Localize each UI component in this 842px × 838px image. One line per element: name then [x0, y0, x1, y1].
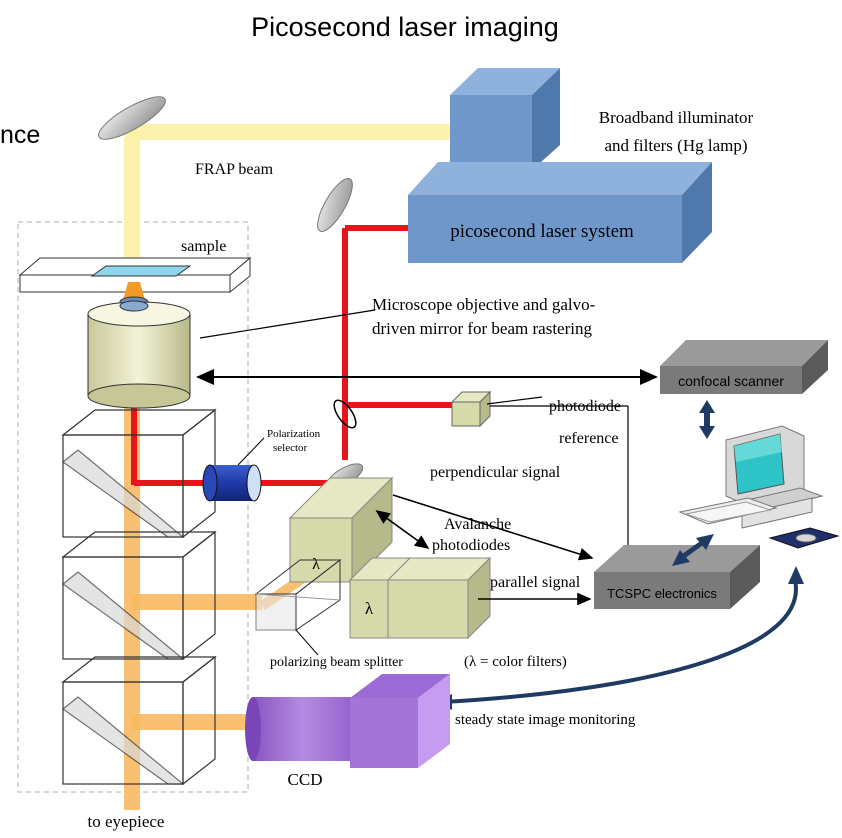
steady-state-label: steady state image monitoring	[455, 712, 636, 728]
perpendicular-signal-label: perpendicular signal	[430, 464, 561, 481]
polarizing-beam-splitter-label: polarizing beam splitter	[270, 655, 403, 670]
avalanche-label-line1: Avalanche	[444, 516, 511, 533]
microscope-enclosure	[17, 221, 249, 793]
illuminator-box	[450, 68, 560, 170]
beamsplitter-cube-1	[61, 408, 217, 539]
beamsplitter-cube-2	[61, 530, 217, 661]
beamsplitter-cube-3	[61, 655, 217, 786]
ccd-computer-arrow	[443, 579, 798, 704]
laser-system-box	[408, 162, 712, 263]
polarization-label-line1: Polarization	[267, 428, 321, 440]
laser-system-label: picosecond laser system	[450, 221, 634, 242]
frap-mirror	[317, 178, 353, 232]
illuminator-label-line2: and filters (Hg lamp)	[604, 136, 747, 155]
confocal-scanner-box	[660, 340, 828, 394]
apd-link-arrow	[375, 510, 430, 549]
reference-label: reference	[559, 430, 619, 447]
microscope-objective	[87, 282, 191, 409]
apd-parallel	[348, 556, 492, 640]
sample-label: sample	[181, 238, 226, 255]
beam-sampler	[333, 399, 357, 429]
cutoff-text: nce	[0, 121, 40, 149]
computer-icon	[678, 425, 840, 549]
illuminator-label-line1: Broadband illuminator	[599, 108, 754, 127]
objective-label-line1: Microscope objective and galvo-	[372, 295, 596, 314]
objective-label-line2: driven mirror for beam rastering	[372, 319, 592, 338]
scanner-computer-arrow	[699, 400, 715, 439]
lambda-bottom-label: λ	[365, 599, 374, 618]
parallel-signal-label: parallel signal	[490, 574, 581, 591]
color-filters-note: (λ = color filters)	[464, 654, 567, 670]
lamp-mirror	[98, 96, 166, 140]
polarization-label-line2: selector	[273, 442, 308, 454]
lambda-top-label: λ	[312, 556, 320, 573]
sample-slide	[18, 256, 252, 294]
polarizing-beam-splitter	[254, 558, 342, 631]
tcspc-label: TCSPC electronics	[607, 586, 717, 601]
apd-perpendicular	[288, 476, 394, 584]
avalanche-label-line2: photodiodes	[432, 537, 510, 554]
ccd-camera	[245, 674, 450, 768]
tcspc-computer-arrow	[672, 534, 714, 566]
eyepiece-label: to eyepiece	[88, 812, 165, 831]
lamp-beam	[124, 124, 460, 272]
confocal-scanner-label: confocal scanner	[678, 373, 784, 389]
ccd-label: CCD	[288, 770, 323, 789]
photodiode	[450, 390, 492, 428]
polarization-selector	[202, 464, 262, 502]
frap-beam-label: FRAP beam	[195, 161, 274, 178]
page-title: Picosecond laser imaging	[251, 12, 559, 42]
